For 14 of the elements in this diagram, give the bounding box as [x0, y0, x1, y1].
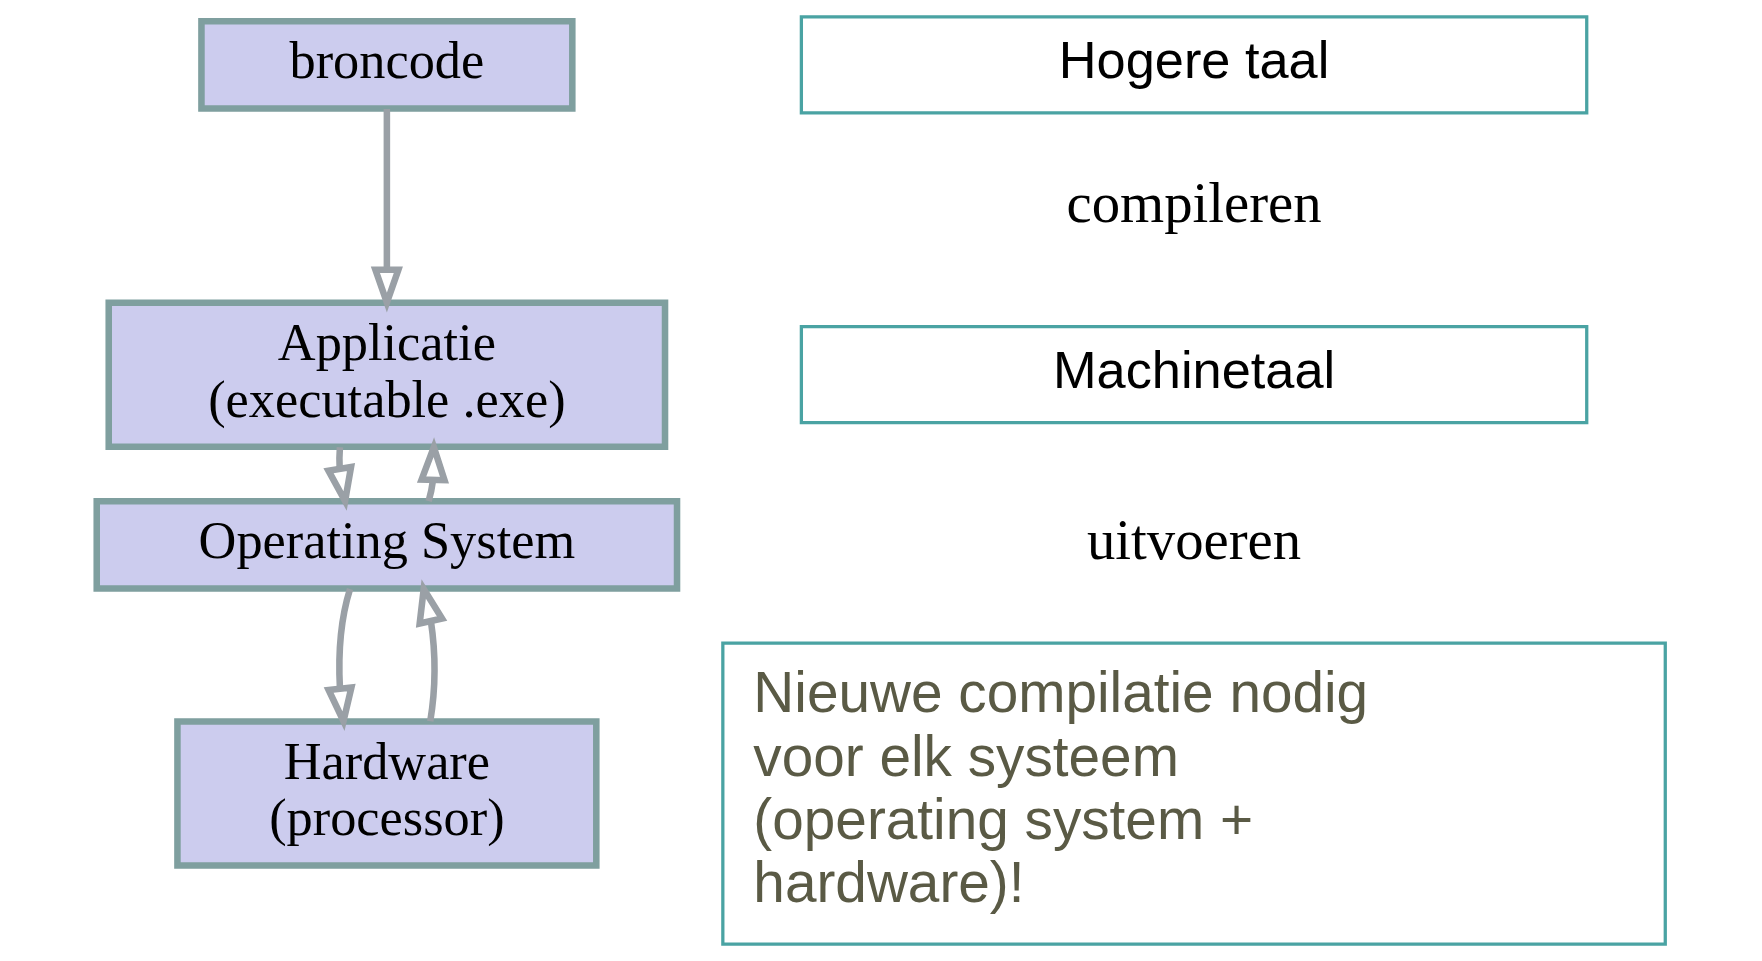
node-box: Applicatie (executable .exe) — [105, 299, 669, 450]
arrow — [323, 588, 356, 732]
node-box: Hardware (processor) — [174, 718, 600, 869]
node-box: Operating System — [93, 497, 681, 592]
label: compileren — [1066, 170, 1322, 234]
arrow — [415, 579, 448, 722]
arrow — [370, 108, 403, 313]
node-box: Nieuwe compilatie nodig voor elk systeem (operating system + hardware)! — [721, 641, 1667, 946]
arrow — [323, 446, 356, 511]
arrow — [416, 437, 449, 502]
label: uitvoeren — [1086, 507, 1302, 571]
node-box: broncode — [198, 18, 576, 112]
node-box: Machinetaal — [799, 325, 1589, 425]
node-box: Hogere taal — [799, 15, 1589, 115]
